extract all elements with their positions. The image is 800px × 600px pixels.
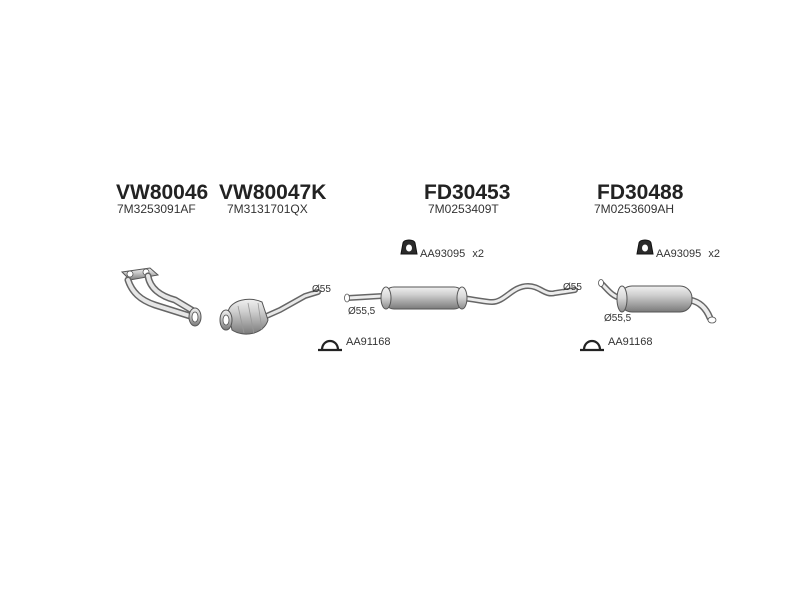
rear-silencer-icon <box>598 279 717 324</box>
oe-ref-fd30488: 7M0253609AH <box>594 202 675 216</box>
hanger-label-1: AA93095 x2 <box>420 248 484 260</box>
diameter-label: Ø55 <box>312 284 331 295</box>
part-code-vw80046: VW80046 <box>116 181 209 204</box>
clamp-label-1: AA91168 <box>346 336 391 348</box>
diameter-label: Ø55 <box>563 282 582 293</box>
diameter-label: Ø55,5 <box>348 306 376 317</box>
part-code-fd30488: FD30488 <box>597 181 684 204</box>
clamp-label-2: AA91168 <box>608 336 653 348</box>
hanger-part-number: AA93095 <box>420 248 466 260</box>
part-code-vw80047k: VW80047K <box>219 181 327 204</box>
hanger-quantity: x2 <box>708 248 720 260</box>
clamp-icon <box>580 339 604 352</box>
clamp-icon <box>318 339 342 352</box>
part-code-fd30453: FD30453 <box>424 181 511 204</box>
hanger-quantity: x2 <box>472 248 484 260</box>
oe-ref-fd30453: 7M0253409T <box>428 202 499 216</box>
oe-ref-vw80046: 7M3253091AF <box>117 202 196 216</box>
diameter-label: Ø55,5 <box>604 313 632 324</box>
front-pipe-icon <box>120 267 202 327</box>
oe-ref-vw80047k: 7M3131701QX <box>227 202 308 216</box>
middle-silencer-icon <box>344 282 578 310</box>
catalytic-converter-icon <box>219 289 321 335</box>
hanger-part-number: AA93095 <box>656 248 702 260</box>
rubber-hanger-icon <box>400 239 418 255</box>
rubber-hanger-icon <box>636 239 654 255</box>
hanger-label-2: AA93095 x2 <box>656 248 720 260</box>
